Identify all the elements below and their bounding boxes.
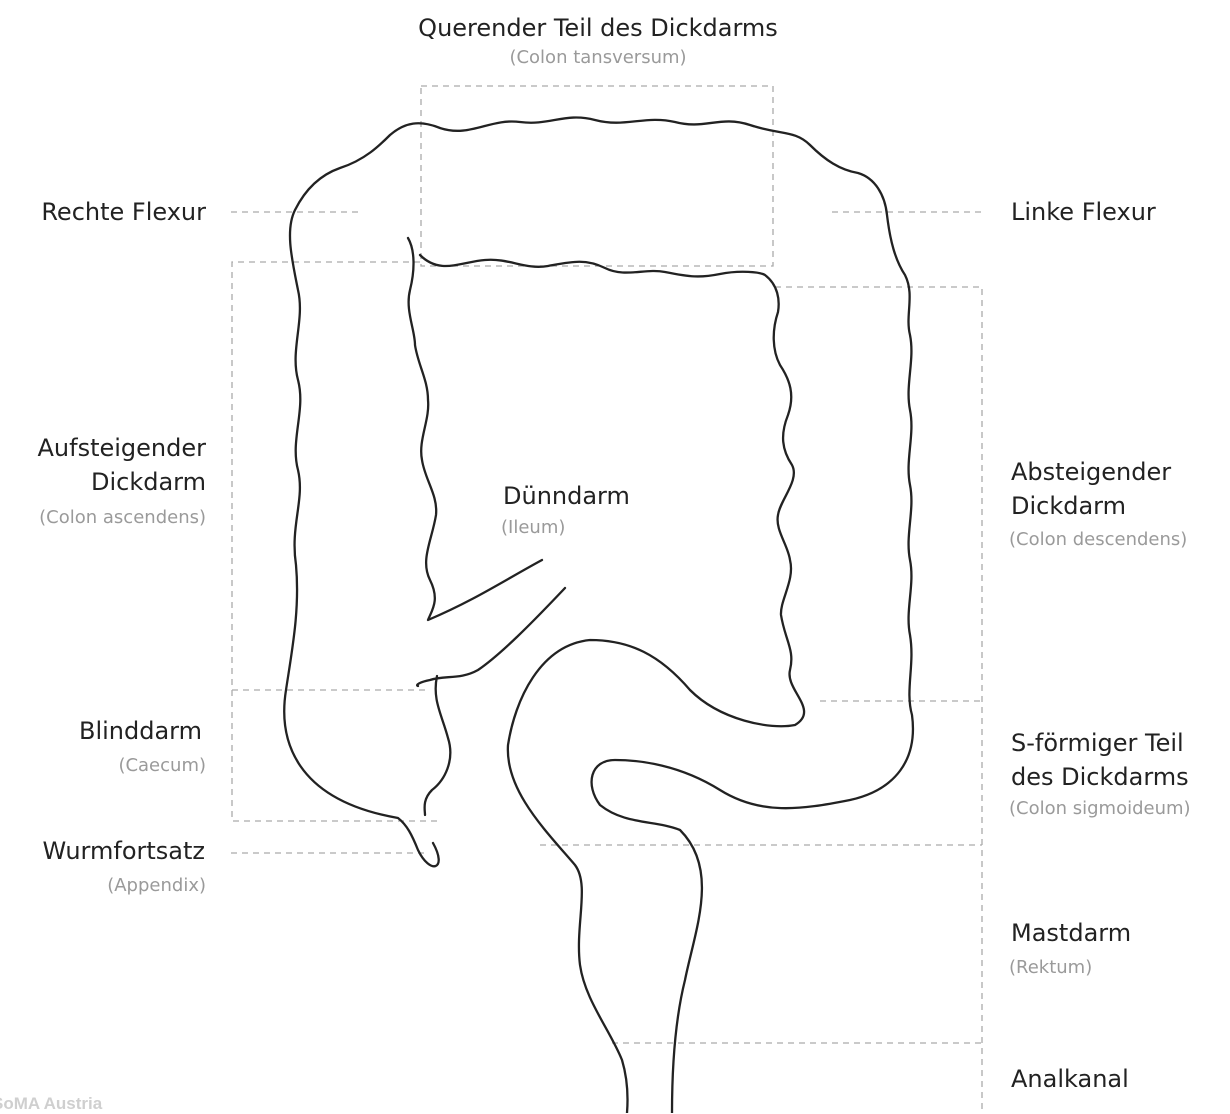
descending-region-box (775, 286, 983, 1113)
colon-inner-outline (406, 236, 544, 622)
transverse-label: Querender Teil des Dickdarms (418, 14, 778, 42)
ileum-lower-outline (416, 586, 567, 688)
caecum-latin: (Caecum) (118, 755, 206, 776)
rectum-latin: (Rektum) (1009, 957, 1093, 978)
sigmoid-latin: (Colon sigmoideum) (1009, 798, 1191, 819)
ascending-label-line1: Aufsteigender (37, 434, 206, 462)
ascending-label-line2: Dickdarm (90, 468, 206, 496)
transverse-inner-outline (418, 253, 806, 1113)
descending-latin: (Colon descendens) (1009, 529, 1188, 550)
appendix-label: Wurmfortsatz (42, 837, 205, 865)
anal-canal-label: Analkanal (1011, 1065, 1129, 1093)
sigmoid-label-line2: des Dickdarms (1011, 763, 1189, 791)
caecum-inner-outline (423, 674, 452, 817)
transverse-latin: (Colon tansversum) (509, 47, 687, 68)
ascending-latin: (Colon ascendens) (39, 507, 206, 528)
small-intestine-latin: (Ileum) (501, 517, 566, 538)
ascending-region-box (231, 261, 420, 690)
small-intestine-label: Dünndarm (503, 482, 630, 510)
caecum-label: Blinddarm (78, 717, 202, 745)
descending-label-line2: Dickdarm (1011, 492, 1127, 520)
right-flexure-label: Rechte Flexur (41, 198, 206, 226)
descending-label-line1: Absteigender (1011, 458, 1172, 486)
left-flexure-label: Linke Flexur (1011, 198, 1156, 226)
appendix-latin: (Appendix) (107, 875, 206, 896)
caecum-region-box (231, 690, 440, 822)
transverse-region-box (420, 85, 774, 267)
watermark-text: SoMA Austria (0, 1094, 103, 1113)
sigmoid-label-line1: S-förmiger Teil (1011, 729, 1184, 757)
rectum-label: Mastdarm (1011, 919, 1132, 947)
colon-outer-outline (283, 116, 915, 1113)
